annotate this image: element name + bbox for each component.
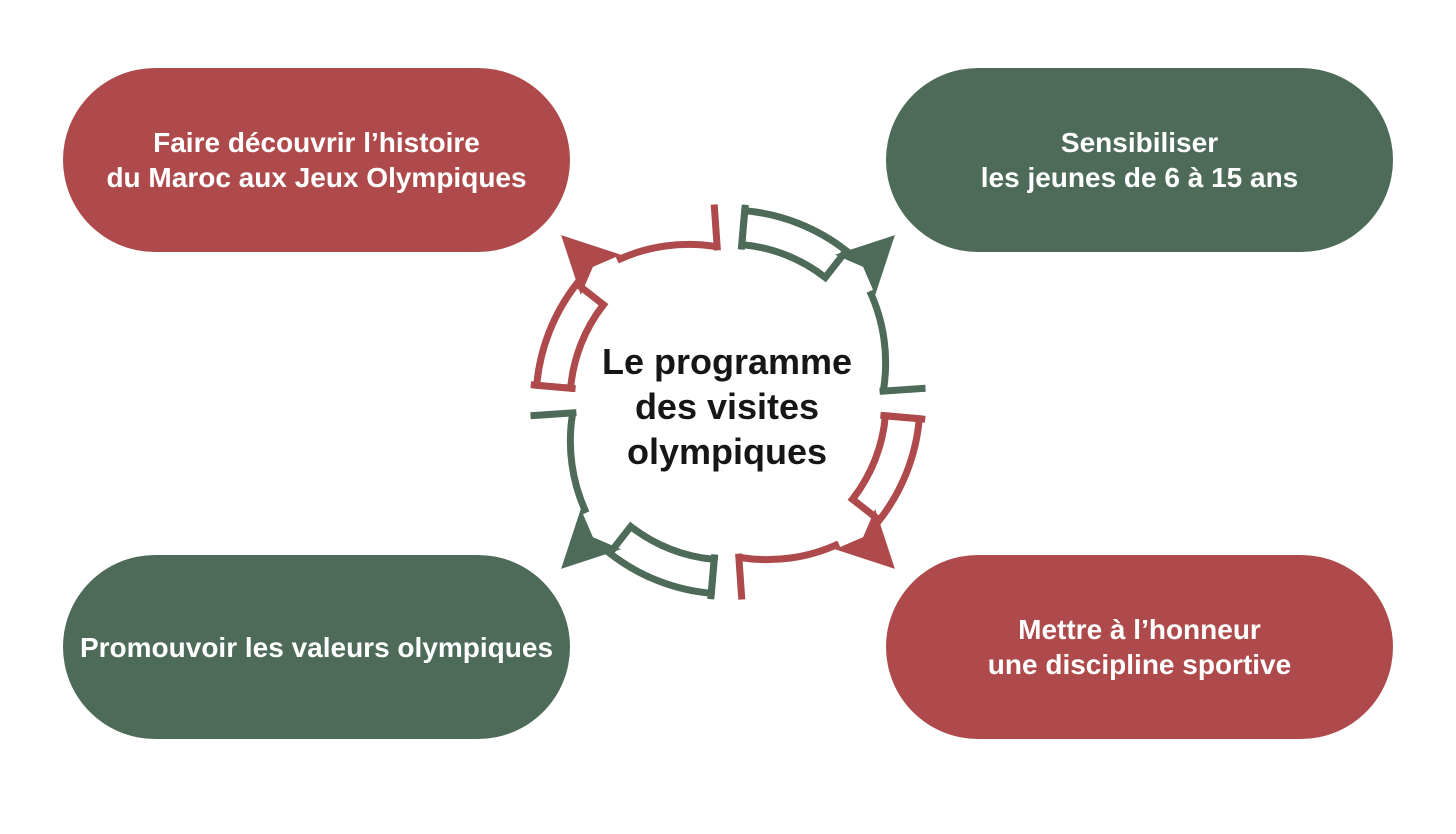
diagram-title: Le programme des visites olympiques <box>527 339 927 474</box>
box-label-line: une discipline sportive <box>987 649 1292 680</box>
box-label-line: les jeunes de 6 à 15 ans <box>980 162 1299 193</box>
diagram-title-line: Le programme <box>601 341 853 382</box>
objective-box-bottom-left: Promouvoir les valeurs olympiques <box>63 555 570 739</box>
arrowhead-bottom-left <box>561 509 621 569</box>
diagram-title-line: olympiques <box>626 431 828 472</box>
arrowhead-top-right <box>835 235 895 295</box>
box-label-line: Mettre à l’honneur <box>1018 614 1261 645</box>
box-label-line: Sensibiliser <box>1060 127 1219 158</box>
box-label-line: Promouvoir les valeurs olympiques <box>79 631 554 663</box>
objective-box-top-right: Sensibiliser les jeunes de 6 à 15 ans <box>886 68 1393 252</box>
arrowhead-top-left <box>561 235 621 295</box>
arrowhead-bottom-right <box>835 509 895 569</box>
box-label-line: du Maroc aux Jeux Olympiques <box>106 162 527 193</box>
diagram-title-line: des visites <box>634 386 820 427</box>
objective-box-top-left: Faire découvrir l’histoire du Maroc aux … <box>63 68 570 252</box>
objective-box-bottom-right: Mettre à l’honneur une discipline sporti… <box>886 555 1393 739</box>
box-label-line: Faire découvrir l’histoire <box>153 127 480 158</box>
